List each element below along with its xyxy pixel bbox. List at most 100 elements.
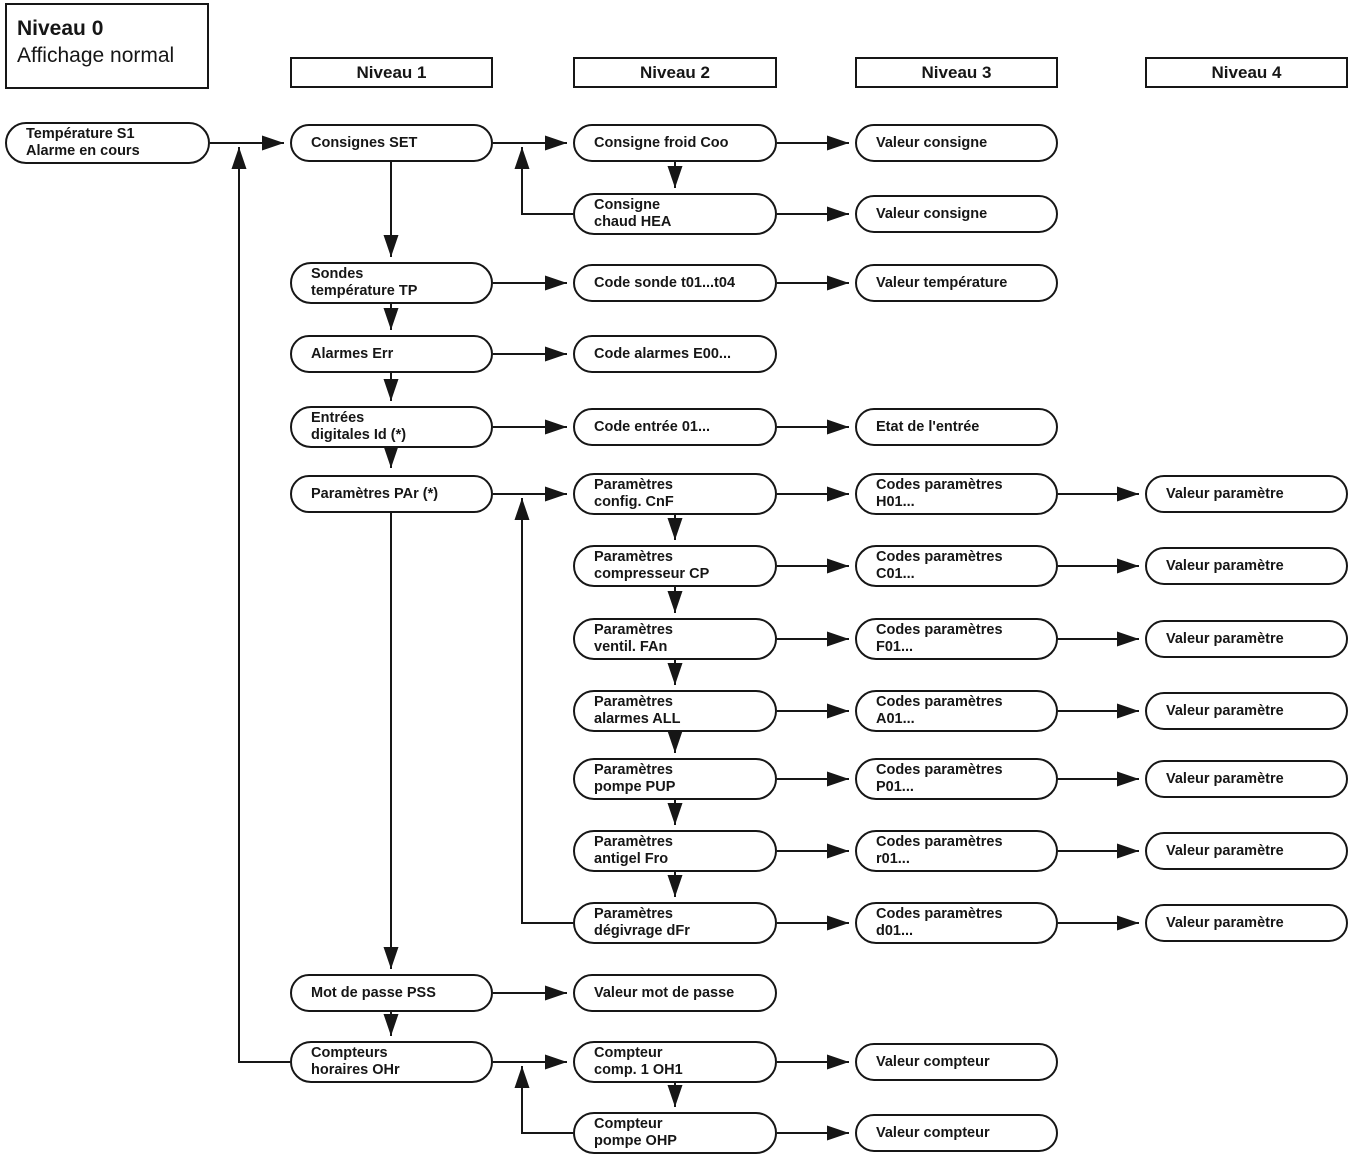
vertical-arrows: [383, 162, 683, 1107]
node-label: r01...: [876, 851, 910, 867]
node-valeur-parametre-2: Valeur paramètre: [1145, 547, 1348, 585]
node-codes-parametres-a01: Codes paramètres A01...: [855, 690, 1058, 732]
node-label: Sondes: [311, 266, 364, 282]
node-valeur-compteur-2: Valeur compteur: [855, 1114, 1058, 1152]
node-parametres-ventil-fan: Paramètres ventil. FAn: [573, 618, 777, 660]
node-label: Code sonde t01...t04: [594, 274, 736, 291]
node-parametres-par: Paramètres PAr (*): [290, 475, 493, 513]
node-label: Codes paramètres: [876, 694, 1003, 710]
node-label: Valeur mot de passe: [594, 984, 735, 1001]
node-label: P01...: [876, 779, 914, 795]
header-label: Niveau 1: [356, 62, 427, 82]
node-label: horaires OHr: [311, 1062, 400, 1078]
node-label: Paramètres: [594, 622, 673, 638]
node-codes-parametres-p01: Codes paramètres P01...: [855, 758, 1058, 800]
node-codes-parametres-f01: Codes paramètres F01...: [855, 618, 1058, 660]
node-label: Valeur paramètre: [1166, 485, 1284, 502]
node-consignes-set: Consignes SET: [290, 124, 493, 162]
node-label: d01...: [876, 923, 914, 939]
node-valeur-consigne-froid: Valeur consigne: [855, 124, 1058, 162]
node-label: Température S1: [26, 126, 135, 142]
node-label: pompe OHP: [594, 1133, 677, 1149]
node-label: ventil. FAn: [594, 639, 668, 655]
return-arrows: [231, 147, 573, 1134]
node-label: Alarmes Err: [311, 345, 394, 362]
node-label: Code alarmes E00...: [594, 345, 732, 362]
header-niveau-0-subtitle: Affichage normal: [17, 44, 175, 67]
node-valeur-compteur-1: Valeur compteur: [855, 1043, 1058, 1081]
node-label: comp. 1 OH1: [594, 1062, 683, 1078]
node-label: Codes paramètres: [876, 762, 1003, 778]
header-label: Niveau 3: [921, 62, 992, 82]
node-label: H01...: [876, 494, 915, 510]
header-label: Niveau 2: [640, 62, 710, 82]
node-consigne-froid-coo: Consigne froid Coo: [573, 124, 777, 162]
node-codes-parametres-r01: Codes paramètres r01...: [855, 830, 1058, 872]
node-label: Mot de passe PSS: [311, 984, 436, 1001]
node-label: Valeur consigne: [876, 205, 988, 222]
node-code-alarmes: Code alarmes E00...: [573, 335, 777, 373]
node-label: Paramètres: [594, 834, 673, 850]
node-label: Consigne: [594, 197, 661, 213]
node-label: Valeur paramètre: [1166, 770, 1284, 787]
node-label: Paramètres: [594, 694, 673, 710]
node-parametres-compresseur-cp: Paramètres compresseur CP: [573, 545, 777, 587]
node-label: alarmes ALL: [594, 711, 681, 727]
node-label: température TP: [311, 283, 418, 299]
header-niveau-2: Niveau 2: [573, 57, 777, 88]
node-entrees-digitales-id: Entrées digitales Id (*): [290, 406, 493, 448]
header-niveau-0-title: Niveau 0: [17, 17, 104, 40]
node-label: C01...: [876, 566, 915, 582]
node-compteurs-horaires-ohr: Compteurs horaires OHr: [290, 1041, 493, 1083]
node-valeur-parametre-1: Valeur paramètre: [1145, 475, 1348, 513]
horizontal-arrows: [210, 135, 1139, 1141]
node-parametres-alarmes-all: Paramètres alarmes ALL: [573, 690, 777, 732]
node-label: Etat de l'entrée: [876, 418, 980, 435]
node-label: Valeur compteur: [876, 1053, 990, 1070]
node-label: digitales Id (*): [311, 427, 407, 443]
node-label: Code entrée 01...: [594, 418, 711, 435]
node-label: Alarme en cours: [26, 143, 140, 159]
node-valeur-parametre-7: Valeur paramètre: [1145, 904, 1348, 942]
node-label: A01...: [876, 711, 915, 727]
node-consigne-chaud-hea: Consigne chaud HEA: [573, 193, 777, 235]
node-label: Codes paramètres: [876, 906, 1003, 922]
node-label: config. CnF: [594, 494, 674, 510]
node-label: Codes paramètres: [876, 622, 1003, 638]
header-niveau-0: Niveau 0 Affichage normal: [5, 3, 209, 89]
node-valeur-consigne-chaud: Valeur consigne: [855, 195, 1058, 233]
node-parametres-config-cnf: Paramètres config. CnF: [573, 473, 777, 515]
node-label: Valeur température: [876, 274, 1008, 291]
header-niveau-3: Niveau 3: [855, 57, 1058, 88]
node-code-entree: Code entrée 01...: [573, 408, 777, 446]
node-label: Paramètres: [594, 477, 673, 493]
node-label: Paramètres: [594, 906, 673, 922]
node-compteur-pompe-ohp: Compteur pompe OHP: [573, 1112, 777, 1154]
node-label: Entrées: [311, 410, 365, 426]
node-parametres-degivrage-dfr: Paramètres dégivrage dFr: [573, 902, 777, 944]
node-codes-parametres-c01: Codes paramètres C01...: [855, 545, 1058, 587]
node-label: Valeur paramètre: [1166, 702, 1284, 719]
header-niveau-4: Niveau 4: [1145, 57, 1348, 88]
node-codes-parametres-h01: Codes paramètres H01...: [855, 473, 1058, 515]
node-label: antigel Fro: [594, 851, 669, 867]
node-label: compresseur CP: [594, 566, 710, 582]
node-parametres-pompe-pup: Paramètres pompe PUP: [573, 758, 777, 800]
node-valeur-temperature: Valeur température: [855, 264, 1058, 302]
node-label: Paramètres PAr (*): [311, 485, 439, 502]
node-code-sonde: Code sonde t01...t04: [573, 264, 777, 302]
node-valeur-parametre-6: Valeur paramètre: [1145, 832, 1348, 870]
node-label: Compteur: [594, 1116, 663, 1132]
node-codes-parametres-d01: Codes paramètres d01...: [855, 902, 1058, 944]
node-label: Paramètres: [594, 762, 673, 778]
node-temperature-s1: Température S1 Alarme en cours: [5, 122, 210, 164]
node-label: pompe PUP: [594, 779, 676, 795]
node-label: Valeur paramètre: [1166, 842, 1284, 859]
node-mot-de-passe-pss: Mot de passe PSS: [290, 974, 493, 1012]
node-label: Valeur consigne: [876, 134, 988, 151]
node-valeur-parametre-5: Valeur paramètre: [1145, 760, 1348, 798]
node-label: dégivrage dFr: [594, 923, 690, 939]
node-label: Codes paramètres: [876, 549, 1003, 565]
